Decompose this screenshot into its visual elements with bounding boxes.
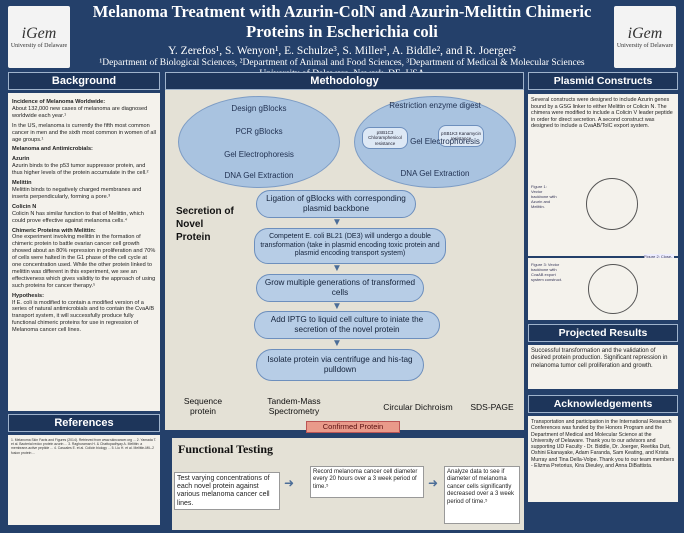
methodology-heading: Methodology — [165, 72, 524, 90]
poster-title: Melanoma Treatment with Azurin-ColN and … — [92, 2, 592, 41]
left-column: Background Incidence of Melanoma Worldwi… — [8, 72, 160, 527]
secretion-label: Secretion of Novel Protein — [176, 206, 234, 243]
step-gel-electrophoresis-2: Gel Electrophoresis — [410, 137, 480, 146]
confirmed-protein: Confirmed Protein — [306, 421, 400, 433]
background-paragraph: If E. coli is modified to contain a modi… — [12, 299, 155, 334]
results-body: Successful transformation and the valida… — [528, 345, 678, 389]
functional-testing-panel: Functional Testing Test varying concentr… — [172, 438, 524, 530]
references-body: 1. Melanoma Skin Facts and Figures (2014… — [8, 435, 160, 525]
functional-step-1: Test varying concentrations of each nove… — [174, 472, 280, 510]
analysis-sds: SDS-PAGE — [470, 402, 514, 412]
right-column: Plasmid Constructs Several constructs we… — [528, 72, 678, 527]
background-paragraph: In the US, melanoma is currently the fif… — [12, 122, 156, 143]
references-heading: References — [8, 414, 160, 432]
background-paragraph: One experiment involving melittin in the… — [12, 234, 156, 289]
analysis-cd: Circular Dichroism — [383, 402, 453, 412]
background-paragraph: Colicin N has similar function to that o… — [12, 210, 144, 224]
analysis-sequence: Sequence protein — [183, 396, 223, 416]
background-subheading: Azurin — [12, 156, 30, 163]
background-paragraph: Melittin binds to negatively charged mem… — [12, 186, 142, 200]
poster-header: iGem University of Delaware iGem Univers… — [0, 0, 684, 80]
igem-logo-left: iGem University of Delaware — [8, 6, 70, 68]
functional-heading: Functional Testing — [178, 442, 274, 456]
background-subheading: Melanoma and Antimicrobials: — [12, 146, 93, 153]
background-paragraph: About 132,000 new cases of melanoma are … — [12, 105, 148, 119]
step-dna-gel-extraction-2: DNA Gel Extraction — [400, 169, 470, 178]
flow-isolate: Isolate protein via centrifuge and his-t… — [256, 349, 424, 381]
plasmid-heading: Plasmid Constructs — [528, 72, 678, 90]
figure1-caption: Figure 1: Vector backbone with Azurin an… — [531, 184, 557, 209]
step-gel-electrophoresis: Gel Electrophoresis — [224, 150, 294, 159]
functional-step-2: Record melanoma cancer cell diameter eve… — [310, 466, 424, 498]
gblock-ellipse — [178, 96, 340, 188]
acks-body: Transportation and participation in the … — [528, 416, 678, 502]
step-dna-gel-extraction: DNA Gel Extraction — [224, 171, 294, 180]
arrow-down-icon: ▼ — [332, 217, 342, 228]
acks-heading: Acknowledgements — [528, 395, 678, 413]
plasmid-map-3 — [588, 264, 638, 314]
background-body: Incidence of Melanoma Worldwide:About 13… — [8, 93, 160, 411]
plasmid-text: Several constructs were designed to incl… — [531, 97, 673, 130]
analysis-ms: Tandem-Mass Spectrometry — [267, 396, 321, 416]
flow-iptg: Add IPTG to liquid cell culture to iniat… — [254, 311, 440, 339]
background-subheading: Chimeric Proteins with Melittin: — [12, 227, 96, 234]
background-subheading: Incidence of Melanoma Worldwide: — [12, 99, 106, 105]
background-subheading: Colicin N — [12, 203, 37, 210]
plasmid-body: Several constructs were designed to incl… — [528, 94, 678, 279]
results-heading: Projected Results — [528, 324, 678, 342]
plasmid-map-1 — [586, 178, 638, 230]
igem-logo-right: iGem University of Delaware — [614, 6, 676, 68]
arrow-down-icon: ▼ — [332, 338, 342, 349]
flow-grow: Grow multiple generations of transformed… — [256, 274, 424, 302]
plasmid-psb1k3: pSB1K3 Kanamycin resistance — [438, 125, 484, 147]
departments: ¹Department of Biological Sciences, ²Dep… — [99, 58, 585, 68]
functional-step-3: Analyze data to see if diameter of melan… — [444, 466, 520, 524]
background-paragraph: Azurin binds to the p53 tumor suppressor… — [12, 163, 149, 177]
authors: Y. Zerefos¹, S. Wenyon¹, E. Schulze³, S.… — [168, 45, 516, 57]
flow-ligation: Ligation of gBlocks with corresponding p… — [256, 190, 416, 218]
arrow-right-icon: ➜ — [428, 476, 439, 490]
step-pcr-gblocks: PCR gBlocks — [235, 127, 283, 136]
background-subheading: Melittin — [12, 180, 32, 187]
flow-transformation: Competent E. coli BL21 (DE3) will underg… — [254, 228, 446, 264]
arrow-down-icon: ▼ — [332, 301, 342, 312]
background-subheading: Hypothesis: — [12, 292, 45, 299]
step-restriction-digest: Restriction enzyme digest — [389, 101, 481, 110]
arrow-right-icon: ➜ — [284, 476, 295, 490]
step-design-gblocks: Design gBlocks — [231, 104, 287, 113]
figure3-caption: Figure 3: Vector backbone with CvaAB exp… — [531, 262, 563, 282]
background-heading: Background — [8, 72, 160, 90]
arrow-down-icon: ▼ — [332, 263, 342, 274]
plasmid-figure3: Figure 3: Vector backbone with CvaAB exp… — [528, 258, 678, 320]
plasmid-psb1c3: pSB1C3 Chloramphenicol resistance — [362, 127, 408, 149]
